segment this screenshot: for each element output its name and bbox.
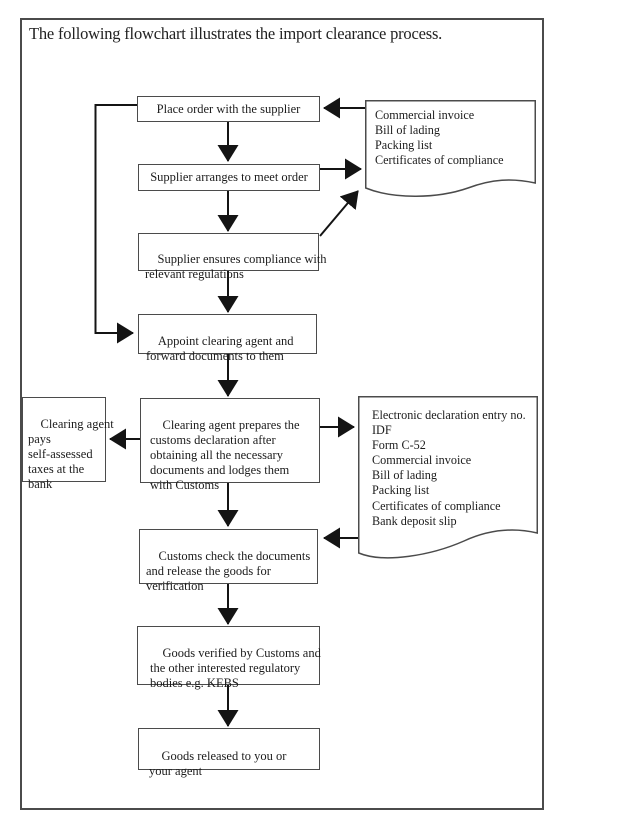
flow-node-goods-released: Goods released to you or your agent xyxy=(138,728,320,778)
flow-node-goods-verified: Goods verified by Customs and the other … xyxy=(137,626,321,690)
document-line: Bill of lading xyxy=(372,468,437,483)
document-line: Electronic declaration entry no. xyxy=(372,408,526,422)
flow-node-label: Clearing agent prepares the customs decl… xyxy=(150,418,300,492)
page-border xyxy=(20,18,544,810)
flow-node-label: Appoint clearing agent and forward docum… xyxy=(146,334,294,363)
flow-node-place-order: Place order with the supplier xyxy=(137,96,320,122)
document-line: Certificates of compliance xyxy=(372,498,501,513)
document-line: Commercial invoice xyxy=(372,453,472,468)
flow-node-appoint-agent: Appoint clearing agent and forward docum… xyxy=(138,314,317,363)
document-line: Bank deposit slip xyxy=(372,513,457,528)
flow-node-label: Goods verified by Customs and the other … xyxy=(150,646,321,690)
document-line: Packing list xyxy=(375,138,433,153)
flow-node-label: Goods released to you or your agent xyxy=(149,749,287,778)
flow-node-label: Place order with the supplier xyxy=(156,101,301,116)
flow-node-agent-prepares: Clearing agent prepares the customs decl… xyxy=(140,398,320,492)
page-title: The following flowchart illustrates the … xyxy=(29,24,443,43)
document-line: Commercial invoice xyxy=(375,108,475,122)
flow-node-bank-taxes: Clearing agent pays self-assessed taxes … xyxy=(22,397,114,491)
document-line: IDF xyxy=(372,423,392,438)
flow-node-label: Customs check the documents and release … xyxy=(146,549,311,593)
document-line: Packing list xyxy=(372,483,430,498)
flow-node-customs-check: Customs check the documents and release … xyxy=(139,529,318,593)
flow-node-supplier-compliance: Supplier ensures compliance with relevan… xyxy=(138,233,327,281)
document-line: Certificates of compliance xyxy=(375,153,504,168)
document-line: Bill of lading xyxy=(375,123,440,138)
flow-node-supplier-arranges: Supplier arranges to meet order xyxy=(138,164,320,191)
document-line: Form C-52 xyxy=(372,438,426,453)
flow-node-label: Supplier arranges to meet order xyxy=(150,170,308,184)
flow-node-label: Supplier ensures compliance with relevan… xyxy=(145,252,327,281)
flow-node-label: Clearing agent pays self-assessed taxes … xyxy=(28,417,114,491)
